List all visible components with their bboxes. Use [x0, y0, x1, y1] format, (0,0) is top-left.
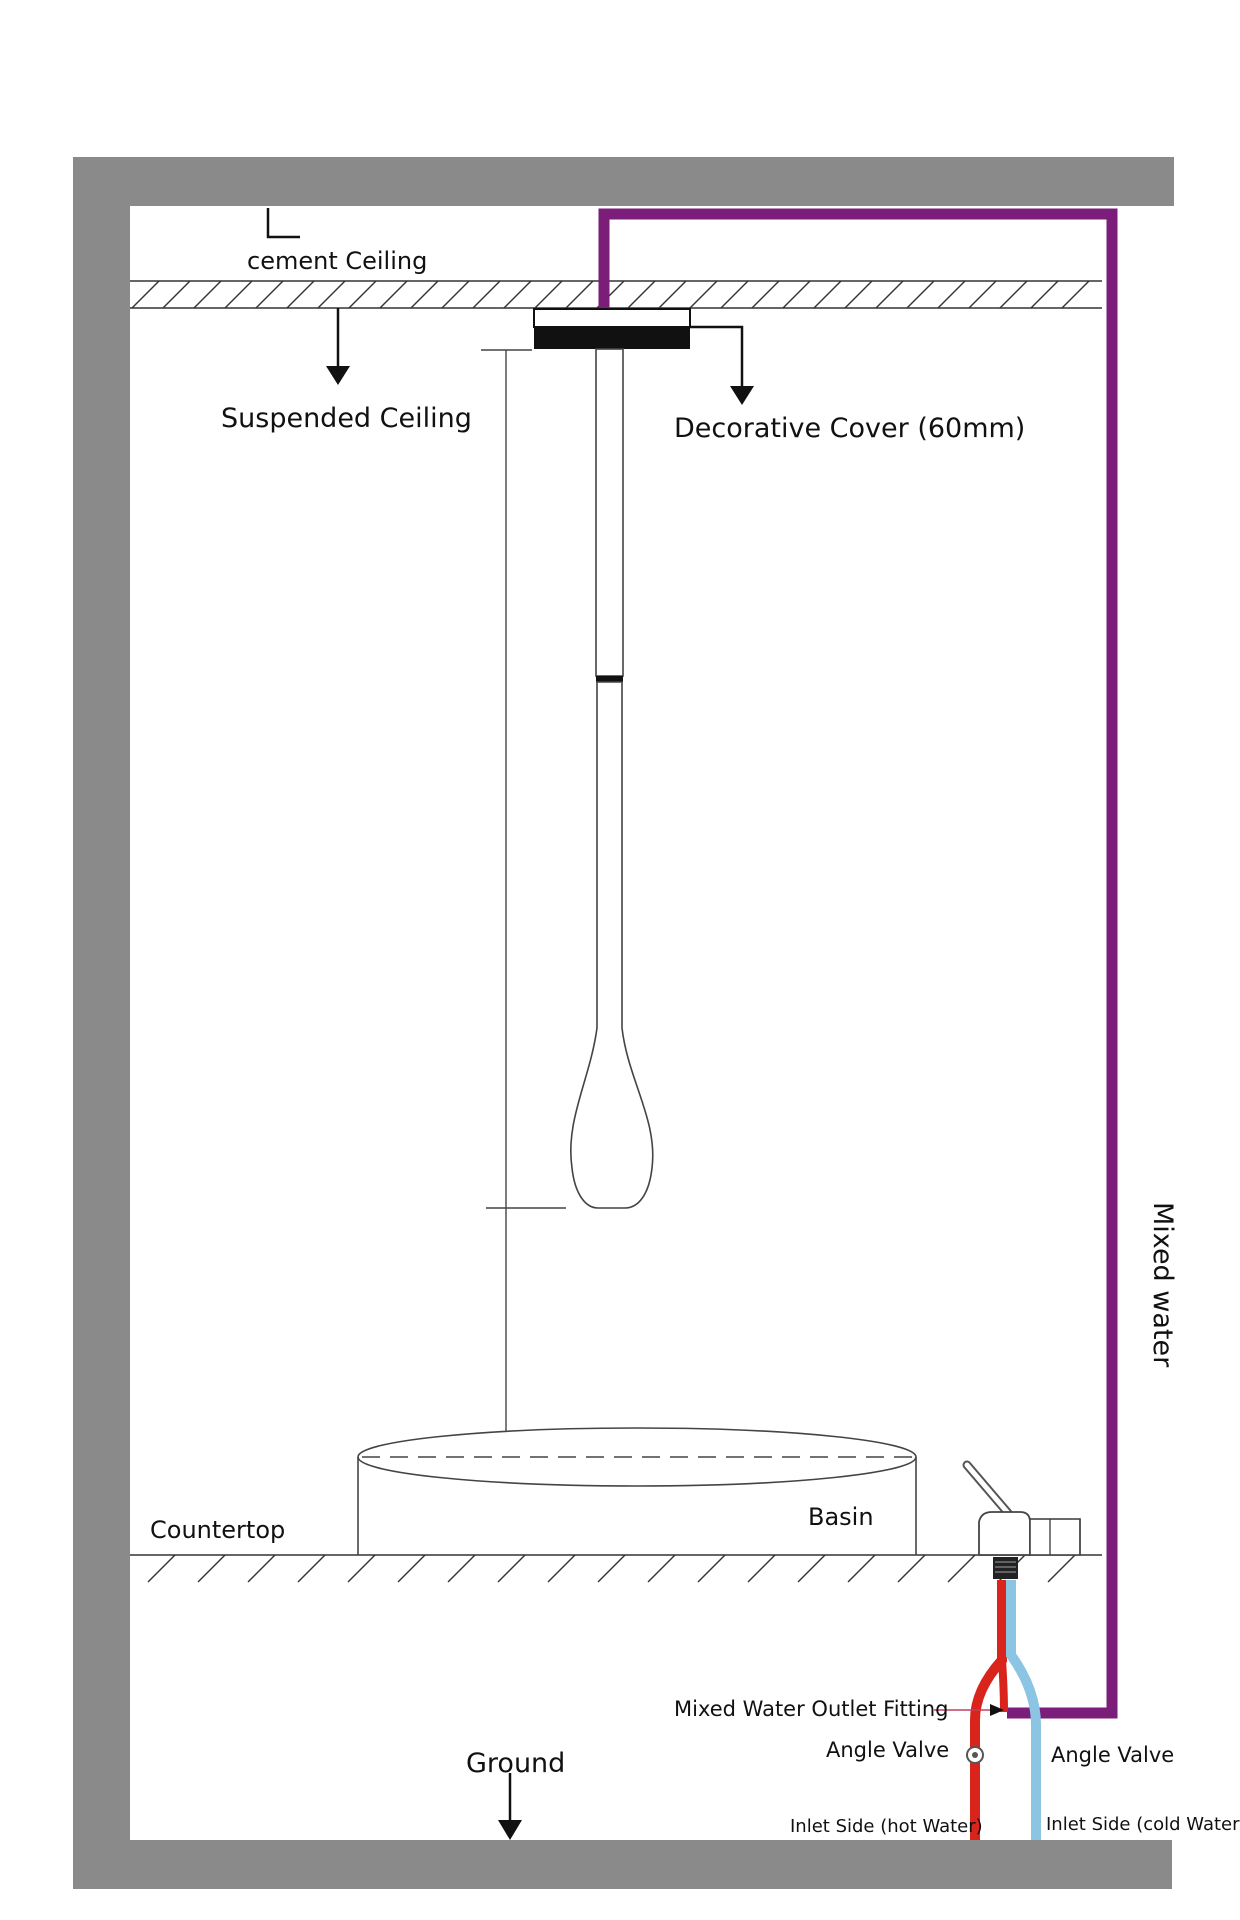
height-dimension-line	[481, 349, 566, 1463]
hatch-stroke	[447, 1554, 476, 1583]
hatch-stroke	[348, 280, 377, 309]
ground-arrow	[498, 1773, 522, 1840]
hatch-stroke	[947, 1554, 976, 1583]
hatch-stroke	[410, 280, 439, 309]
hot-water-branch	[998, 1659, 1008, 1713]
hatch-stroke	[255, 280, 284, 309]
hatch-stroke	[497, 1554, 526, 1583]
hatch-stroke	[297, 1554, 326, 1583]
label-inlet-hot: Inlet Side (hot Water)	[790, 1816, 983, 1837]
hatch-stroke	[747, 1554, 776, 1583]
hatch-stroke	[472, 280, 501, 309]
hatch-stroke	[193, 280, 222, 309]
hatch-stroke	[697, 1554, 726, 1583]
hatch-stroke	[647, 1554, 676, 1583]
outlet-fitting-pointer	[934, 1704, 1004, 1716]
cement-ceiling-leader	[266, 208, 300, 239]
mixer-valve	[962, 1460, 1081, 1579]
hatch-stroke	[689, 280, 718, 309]
floor-wall	[73, 1840, 1172, 1889]
hatch-stroke	[503, 280, 532, 309]
hatch-stroke	[897, 1554, 926, 1583]
hatch-stroke	[197, 1554, 226, 1583]
hatch-stroke	[286, 280, 315, 309]
suspended-ceiling-slab	[130, 280, 1102, 309]
label-angle-valve-cold: Angle Valve	[1051, 1743, 1174, 1767]
hatch-stroke	[906, 280, 935, 309]
mixed-water-pipe	[598, 208, 1118, 1719]
hatch-stroke	[379, 280, 408, 309]
hatch-stroke	[1061, 280, 1090, 309]
label-basin: Basin	[808, 1503, 874, 1531]
hatch-stroke	[813, 280, 842, 309]
hatch-stroke	[1047, 1554, 1076, 1583]
label-countertop: Countertop	[150, 1516, 285, 1544]
label-inlet-cold: Inlet Side (cold Water)	[1046, 1814, 1240, 1835]
room-walls	[73, 157, 1174, 1889]
label-angle-valve-hot: Angle Valve	[826, 1738, 949, 1762]
hatch-stroke	[658, 280, 687, 309]
countertop-slab	[130, 1554, 1102, 1583]
hatch-stroke	[597, 1554, 626, 1583]
label-mixed-water: Mixed water	[1147, 1202, 1178, 1368]
hatch-stroke	[547, 1554, 576, 1583]
hatch-stroke	[797, 1554, 826, 1583]
hatch-stroke	[147, 1554, 176, 1583]
hatch-stroke	[162, 280, 191, 309]
decorative-cover-arrow	[690, 325, 754, 405]
hatch-stroke	[968, 280, 997, 309]
hatch-stroke	[534, 280, 563, 309]
hatch-stroke	[751, 280, 780, 309]
hatch-stroke	[627, 280, 656, 309]
basin	[357, 1427, 917, 1555]
hatch-stroke	[131, 280, 160, 309]
label-ground: Ground	[466, 1748, 565, 1779]
hatch-stroke	[937, 280, 966, 309]
label-decorative-cover: Decorative Cover (60mm)	[674, 413, 1025, 444]
ceiling-faucet-spout	[570, 348, 654, 1209]
hatch-stroke	[224, 280, 253, 309]
hatch-stroke	[565, 280, 594, 309]
label-cement-ceiling: cement Ceiling	[247, 247, 427, 275]
hatch-stroke	[999, 280, 1028, 309]
hatch-stroke	[247, 1554, 276, 1583]
hatch-stroke	[397, 1554, 426, 1583]
decorative-cover	[533, 308, 691, 349]
hatch-stroke	[844, 280, 873, 309]
left-wall	[73, 157, 130, 1889]
ceiling-wall	[73, 157, 1174, 206]
label-suspended-ceiling: Suspended Ceiling	[221, 403, 472, 434]
hatch-stroke	[347, 1554, 376, 1583]
cold-water-pipe	[1006, 1580, 1041, 1840]
hatch-stroke	[1030, 280, 1059, 309]
hatch-stroke	[847, 1554, 876, 1583]
hatch-stroke	[317, 280, 346, 309]
hatch-stroke	[720, 280, 749, 309]
suspended-ceiling-arrow	[326, 308, 350, 385]
hatch-stroke	[782, 280, 811, 309]
label-mixed-water-outlet-fitting: Mixed Water Outlet Fitting	[674, 1697, 948, 1721]
hatch-stroke	[441, 280, 470, 309]
angle-valve-hot	[966, 1746, 984, 1764]
hatch-stroke	[875, 280, 904, 309]
